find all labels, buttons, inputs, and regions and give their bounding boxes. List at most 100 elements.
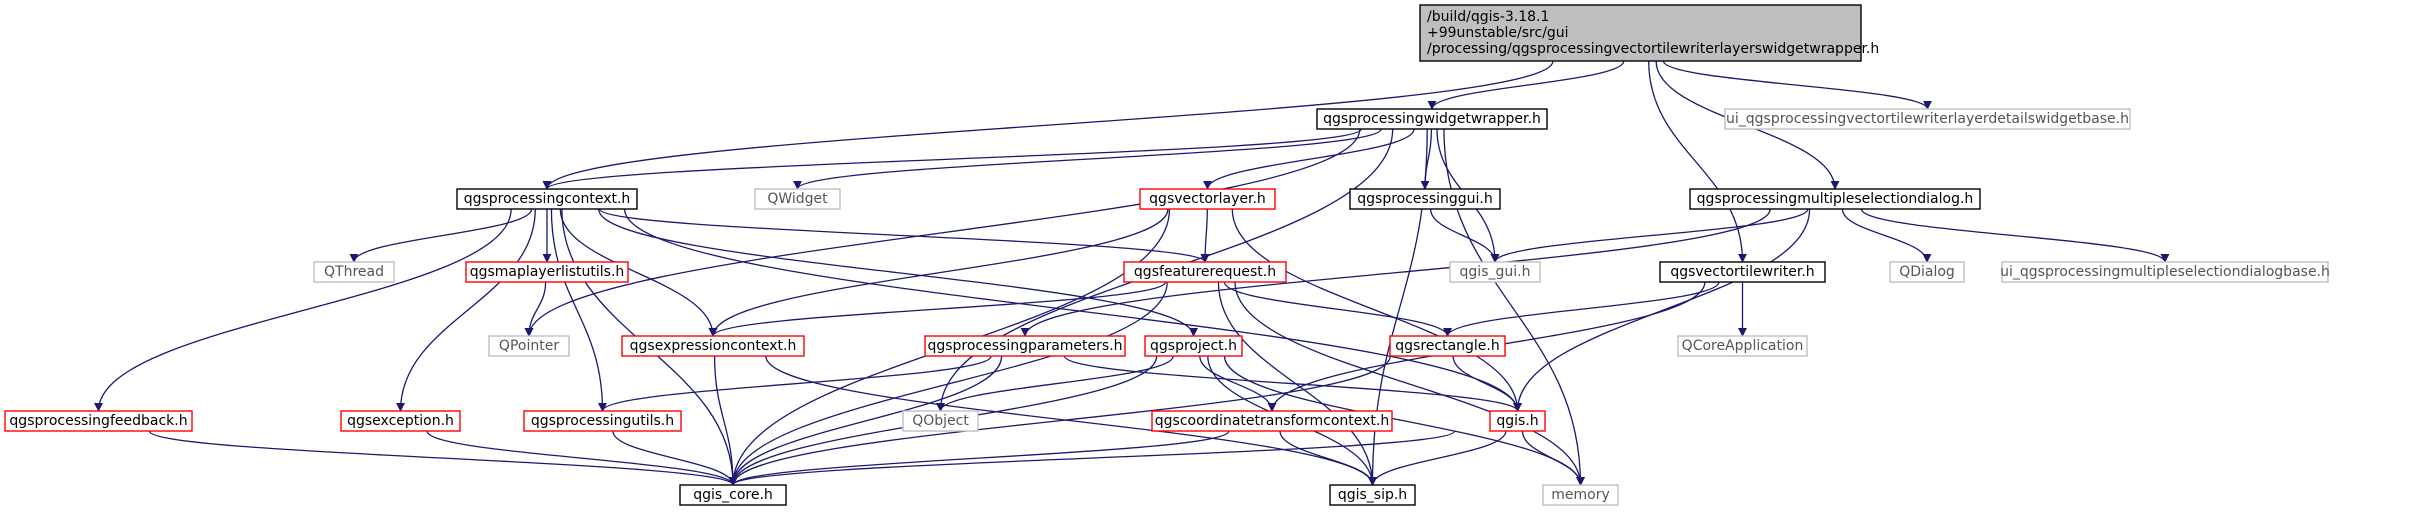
edge-multiselect-to-qgis_gui xyxy=(1490,208,1809,263)
node-box-maplayerlistutils[interactable] xyxy=(465,261,629,283)
edge-qgis_h-to-qgis_sip xyxy=(1368,430,1507,486)
node-feedback[interactable]: qgsprocessingfeedback.h xyxy=(4,410,193,432)
node-label-qgis_h: qgis.h xyxy=(1496,413,1538,429)
edge-multiselect-to-qgis_h xyxy=(1513,208,1811,412)
node-box-ui_multibase xyxy=(2001,261,2329,283)
node-box-qcoreapp xyxy=(1677,335,1808,357)
edge-widgetwrapper-to-memory xyxy=(1443,128,1585,486)
edge-maplayerlistutils-to-qpointer xyxy=(524,281,547,337)
node-box-widgetwrapper[interactable] xyxy=(1316,108,1548,130)
node-label-expressioncontext: qgsexpressioncontext.h xyxy=(630,338,797,354)
node-maplayerlistutils[interactable]: qgsmaplayerlistutils.h xyxy=(465,261,629,283)
node-label-processinggui: qgsprocessinggui.h xyxy=(1357,191,1493,207)
node-box-processingutils[interactable] xyxy=(523,410,682,432)
node-label-vectorlayer: qgsvectorlayer.h xyxy=(1149,191,1266,207)
node-exception[interactable]: qgsexception.h xyxy=(340,410,461,432)
edge-context-to-project xyxy=(598,208,1198,337)
edge-project-to-coordctx xyxy=(1199,355,1277,412)
node-box-expressioncontext[interactable] xyxy=(621,335,805,357)
node-project[interactable]: qgsproject.h xyxy=(1144,335,1243,357)
edge-widgetwrapper-to-qpointer xyxy=(524,128,1361,337)
node-box-qpointer xyxy=(488,335,570,357)
node-label-ui_multibase: ui_qgsprocessingmultipleselectiondialogb… xyxy=(2000,264,2330,280)
edge-processingutils-to-qgis_core xyxy=(612,430,738,486)
node-parameters[interactable]: qgsprocessingparameters.h xyxy=(924,335,1126,357)
node-box-feedback[interactable] xyxy=(4,410,193,432)
node-qgis_sip[interactable]: qgis_sip.h xyxy=(1329,484,1416,506)
node-label-qgis_gui: qgis_gui.h xyxy=(1460,264,1531,280)
node-box-featurerequest[interactable] xyxy=(1123,261,1287,283)
edge-parameters-to-qgis_core xyxy=(728,355,1003,486)
node-box-ui_detailsbase xyxy=(1724,108,2131,130)
node-featurerequest[interactable]: qgsfeaturerequest.h xyxy=(1123,261,1287,283)
node-processinggui[interactable]: qgsprocessinggui.h xyxy=(1349,188,1501,210)
node-label-qcoreapp: QCoreApplication xyxy=(1682,338,1804,354)
edge-featurerequest-to-qgis_core xyxy=(728,281,1168,486)
node-label-feedback: qgsprocessingfeedback.h xyxy=(9,413,187,429)
node-box-qgis_core[interactable] xyxy=(679,484,787,506)
node-box-exception[interactable] xyxy=(340,410,461,432)
edge-widgetwrapper-to-context xyxy=(542,128,1362,190)
node-label-root-line-1: +99unstable/src/gui xyxy=(1427,25,1569,41)
node-root[interactable]: /build/qgis-3.18.1+99unstable/src/gui/pr… xyxy=(1419,4,1879,62)
edge-root-to-ui_detailsbase xyxy=(1662,60,1932,110)
edge-coordctx-to-qgis_core xyxy=(728,430,1230,486)
node-memory: memory xyxy=(1542,484,1619,506)
node-box-vectorlayer[interactable] xyxy=(1139,188,1276,210)
node-box-parameters[interactable] xyxy=(924,335,1126,357)
edge-context-to-exception xyxy=(396,208,536,412)
node-label-processingutils: qgsprocessingutils.h xyxy=(531,413,674,429)
edge-featurerequest-to-memory xyxy=(1234,281,1585,486)
node-box-root[interactable] xyxy=(1419,4,1862,62)
node-qdialog: QDialog xyxy=(1889,261,1965,283)
node-widgetwrapper[interactable]: qgsprocessingwidgetwrapper.h xyxy=(1316,108,1548,130)
edge-context-to-featurerequest xyxy=(598,208,1210,263)
edge-multiselect-to-qdialog xyxy=(1841,208,1932,263)
node-label-exception: qgsexception.h xyxy=(347,413,454,429)
node-context[interactable]: qgsprocessingcontext.h xyxy=(456,188,638,210)
node-qpointer: QPointer xyxy=(488,335,570,357)
edge-vectorlayer-to-qgis_h xyxy=(1231,208,1522,412)
edge-root-to-widgetwrapper xyxy=(1427,60,1625,110)
node-qcoreapp: QCoreApplication xyxy=(1677,335,1808,357)
edge-multiselect-to-ui_multibase xyxy=(1860,208,2170,263)
node-qgis_h[interactable]: qgis.h xyxy=(1489,410,1546,432)
node-qthread: QThread xyxy=(313,261,395,283)
edge-exception-to-qgis_core xyxy=(426,430,738,486)
node-box-project[interactable] xyxy=(1144,335,1243,357)
node-multiselect[interactable]: qgsprocessingmultipleselectiondialog.h xyxy=(1689,188,1981,210)
node-box-rectangle[interactable] xyxy=(1389,335,1506,357)
node-box-vectortilewriter[interactable] xyxy=(1659,261,1826,283)
edge-multiselect-to-parameters xyxy=(1020,208,1771,337)
node-label-qobject: QObject xyxy=(912,413,969,429)
node-box-multiselect[interactable] xyxy=(1689,188,1981,210)
node-label-qpointer: QPointer xyxy=(499,338,559,354)
edge-parameters-to-qgis_h xyxy=(1063,355,1522,412)
node-expressioncontext[interactable]: qgsexpressioncontext.h xyxy=(621,335,805,357)
node-label-context: qgsprocessingcontext.h xyxy=(464,191,631,207)
node-box-coordctx[interactable] xyxy=(1151,410,1393,432)
edge-context-to-expressioncontext xyxy=(559,208,718,337)
node-coordctx[interactable]: qgscoordinatetransformcontext.h xyxy=(1151,410,1393,432)
edge-feedback-to-qgis_core xyxy=(148,430,738,486)
node-label-qgis_sip: qgis_sip.h xyxy=(1338,487,1407,503)
edge-context-to-qgis_h xyxy=(623,208,1522,412)
node-label-rectangle: qgsrectangle.h xyxy=(1395,338,1499,354)
node-qgis_core[interactable]: qgis_core.h xyxy=(679,484,787,506)
edge-rectangle-to-qgis_core xyxy=(728,355,1391,486)
node-label-memory: memory xyxy=(1551,487,1610,503)
node-box-qgis_sip[interactable] xyxy=(1329,484,1416,506)
node-box-qgis_h[interactable] xyxy=(1489,410,1546,432)
node-processingutils[interactable]: qgsprocessingutils.h xyxy=(523,410,682,432)
node-vectortilewriter[interactable]: qgsvectortilewriter.h xyxy=(1659,261,1826,283)
node-qwidget: QWidget xyxy=(754,188,841,210)
node-rectangle[interactable]: qgsrectangle.h xyxy=(1389,335,1506,357)
edge-widgetwrapper-to-qwidget xyxy=(793,128,1382,190)
node-label-coordctx: qgscoordinatetransformcontext.h xyxy=(1155,413,1389,429)
node-box-context[interactable] xyxy=(456,188,638,210)
node-label-qdialog: QDialog xyxy=(1899,264,1955,280)
node-label-qwidget: QWidget xyxy=(767,191,828,207)
edge-featurerequest-to-rectangle xyxy=(1223,281,1452,337)
node-box-processinggui[interactable] xyxy=(1349,188,1501,210)
node-vectorlayer[interactable]: qgsvectorlayer.h xyxy=(1139,188,1276,210)
